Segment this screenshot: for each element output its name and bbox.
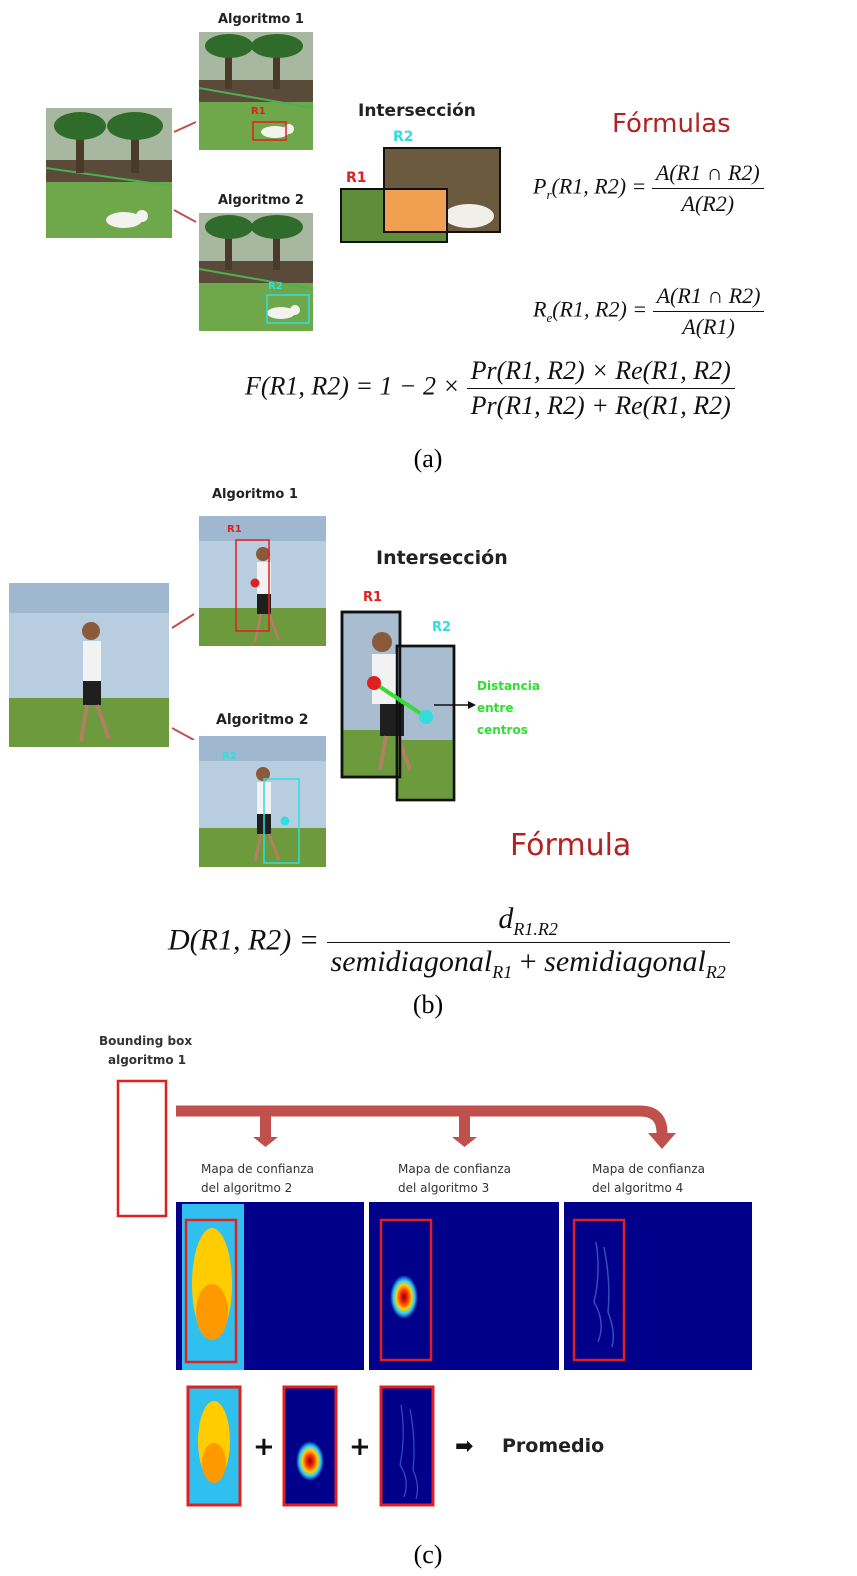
caption-b: (b): [412, 990, 444, 1019]
recall-lhs: R: [533, 296, 547, 322]
map-2-label-line-2: del algoritmo 2: [201, 1181, 293, 1195]
formulas-title: Fórmulas: [612, 109, 731, 139]
distance-formula: D(R1, R2) = dR1.R2 semidiagonalR1 + semi…: [168, 902, 730, 983]
algorithm-2-r2-tag-b: R2: [222, 751, 237, 762]
distance-label-line-3: centros: [477, 723, 528, 737]
algorithm-1-r1-tag: R1: [251, 106, 266, 117]
connector-lines-a: [173, 121, 197, 223]
recall-denominator: A(R1): [682, 314, 735, 339]
semidiagonal-r1-sub: R1: [492, 962, 513, 982]
distance-numerator: d: [498, 902, 514, 935]
caption-a: (a): [413, 444, 443, 473]
f-measure-denominator: Pr(R1, R2) + Re(R1, R2): [470, 391, 731, 420]
recall-sub: e: [546, 309, 553, 325]
precision-sub: r: [546, 186, 552, 202]
algorithm-2-label: Algoritmo 2: [218, 193, 304, 208]
connector-lines-b: [171, 613, 195, 740]
intersection-r1-tag-a: R1: [346, 170, 367, 186]
precision-args: (R1, R2) =: [551, 173, 647, 199]
bounding-box-label-line-2: algoritmo 1: [108, 1053, 187, 1067]
map-4-label-line-2: del algoritmo 4: [592, 1181, 684, 1195]
distance-label-line-2: entre: [477, 701, 514, 715]
algorithm-2-r2-tag: R2: [268, 281, 283, 292]
recall-numerator: A(R1 ∩ R2): [652, 283, 765, 312]
semidiagonal-r1: semidiagonal: [330, 945, 493, 978]
algorithm-2-image: [199, 213, 313, 331]
intersection-r2-tag-a: R2: [393, 129, 414, 145]
intersection-label-a: Intersección: [358, 101, 476, 121]
confidence-maps: [176, 1202, 752, 1370]
intersection-diagram-b: [340, 610, 476, 802]
plus-sign-2: +: [349, 1432, 371, 1462]
plus-sign-1: +: [253, 1432, 275, 1462]
f-measure-numerator: Pr(R1, R2) × Re(R1, R2): [466, 356, 735, 389]
algorithm-1-image-b: [199, 516, 326, 646]
source-image-walker: [9, 583, 169, 747]
map-4-label-line-1: Mapa de confianza: [592, 1162, 706, 1176]
semidiagonal-r2: semidiagonal: [544, 945, 706, 978]
source-image-dog: [46, 108, 172, 238]
semidiagonal-r2-sub: R2: [705, 962, 726, 982]
average-label: Promedio: [502, 1435, 605, 1457]
map-3-label-line-1: Mapa de confianza: [398, 1162, 512, 1176]
precision-formula: Pr(R1, R2) = A(R1 ∩ R2)A(R2): [533, 160, 764, 217]
distance-numerator-sub: R1.R2: [513, 919, 558, 939]
bounding-box-label-line-1: Bounding box: [99, 1034, 193, 1048]
algorithm-1-label: Algoritmo 1: [218, 12, 304, 27]
intersection-r2-tag-b: R2: [432, 620, 452, 635]
flow-arrows: [116, 1079, 676, 1218]
precision-lhs: P: [533, 173, 547, 199]
right-arrow-icon: ➡: [455, 1434, 474, 1459]
formula-title-b: Fórmula: [510, 828, 632, 863]
recall-args: (R1, R2) =: [552, 296, 648, 322]
map-3-label-line-2: del algoritmo 3: [398, 1181, 490, 1195]
caption-c: (c): [413, 1540, 443, 1569]
distance-label-line-1: Distancia: [477, 679, 540, 693]
algorithm-1-r1-tag-b: R1: [227, 524, 242, 535]
intersection-diagram-a: [340, 147, 501, 243]
intersection-label-b: Intersección: [376, 547, 508, 569]
average-crops: [186, 1385, 435, 1507]
map-2-label-line-1: Mapa de confianza: [201, 1162, 315, 1176]
distance-lhs: D(R1, R2) =: [168, 923, 320, 957]
precision-numerator: A(R1 ∩ R2): [651, 160, 764, 189]
intersection-r1-tag-b: R1: [363, 590, 383, 605]
algorithm-1-label-b: Algoritmo 1: [212, 487, 298, 502]
f-measure-lhs: F(R1, R2) = 1 − 2 ×: [245, 371, 461, 401]
algorithm-2-label-b: Algoritmo 2: [216, 712, 309, 728]
algorithm-2-image-b: [199, 736, 326, 867]
denominator-plus: +: [512, 945, 545, 978]
recall-formula: Re(R1, R2) = A(R1 ∩ R2)A(R1): [533, 283, 765, 340]
f-measure-formula: F(R1, R2) = 1 − 2 × Pr(R1, R2) × Re(R1, …: [245, 356, 735, 421]
algorithm-1-image: [199, 32, 313, 150]
precision-denominator: A(R2): [681, 191, 735, 216]
